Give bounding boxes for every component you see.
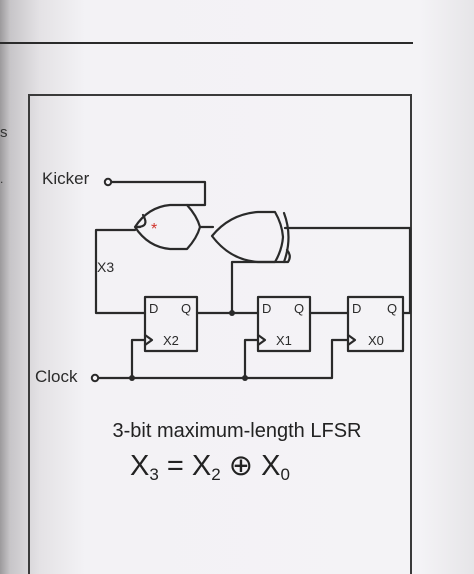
ff-x2-d: D	[149, 301, 159, 316]
edge-text-fragment: s	[0, 124, 8, 141]
ff-x0-box	[346, 295, 405, 353]
eq-term-b: X	[261, 450, 281, 482]
edge-dot-fragment: .	[0, 172, 4, 186]
clock-terminal	[90, 373, 100, 383]
wire-kicker	[110, 180, 207, 207]
gate-marker-star: *	[151, 221, 158, 238]
wire-x0-feedback	[283, 226, 412, 315]
eq-term-b-sub: 0	[280, 465, 290, 484]
wire-clock	[96, 338, 350, 380]
ff-x1-name: X1	[276, 333, 292, 348]
eq-xor-operator: ⊕	[228, 450, 254, 482]
figure-frame	[28, 94, 412, 574]
lfsr-equation: X3 = X2 ⊕ X0	[130, 448, 290, 485]
kicker-label: Kicker	[42, 169, 90, 188]
eq-lhs: X	[130, 450, 150, 482]
eq-term-a: X	[191, 450, 212, 482]
top-rule	[0, 42, 413, 44]
or-gate	[133, 203, 202, 251]
clock-label: Clock	[35, 367, 78, 386]
ff-x1-box	[256, 295, 312, 353]
ff-x1-q: Q	[294, 301, 305, 316]
kicker-terminal	[103, 177, 113, 187]
ff-x2-name: X2	[163, 333, 179, 348]
xor-gate	[210, 210, 285, 264]
xor-gate-back	[282, 211, 290, 264]
x3-wire-label: X3	[97, 259, 115, 275]
eq-term-a-sub: 2	[211, 465, 221, 484]
eq-equals: =	[166, 450, 184, 482]
ff-x2-q: Q	[181, 301, 192, 316]
eq-lhs-sub: 3	[149, 465, 159, 484]
ff-x1-d: D	[262, 301, 272, 316]
wire-x2-tap	[230, 248, 291, 315]
wire-x3-feedback	[94, 228, 147, 315]
ff-x2-box	[143, 295, 199, 353]
caption-title: 3-bit maximum-length LFSR	[112, 420, 362, 442]
ff-x0-name: X0	[368, 333, 384, 348]
ff-x0-q: Q	[387, 301, 398, 316]
ff-x0-d: D	[352, 301, 362, 316]
